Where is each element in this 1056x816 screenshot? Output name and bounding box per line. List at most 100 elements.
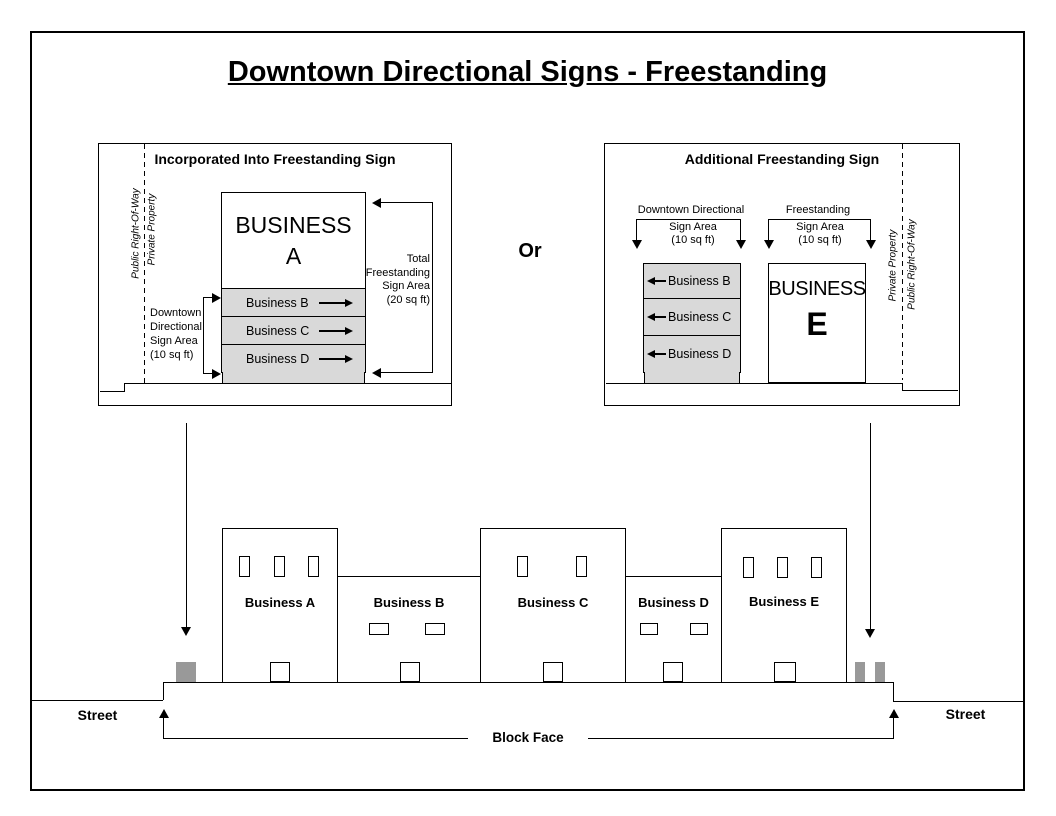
building-label: Business D bbox=[638, 595, 709, 610]
right-dir-bracket-left bbox=[636, 219, 637, 241]
right-pointer-line bbox=[870, 423, 871, 630]
label-line: Sign Area bbox=[382, 280, 430, 292]
window bbox=[274, 556, 285, 577]
label-line: Sign Area bbox=[669, 221, 717, 233]
label-line: (10 sq ft) bbox=[671, 234, 715, 246]
arrow-down-icon bbox=[865, 629, 875, 638]
right-sign-row-c: Business C bbox=[643, 298, 741, 336]
label-line: Sign Area bbox=[796, 221, 844, 233]
right-free-bracket-title: Freestanding bbox=[785, 204, 851, 216]
arrow-right-icon bbox=[212, 369, 221, 379]
door bbox=[400, 662, 420, 682]
left-directional-area-label: Downtown Directional Sign Area (10 sq ft… bbox=[150, 306, 210, 362]
arrow-down-icon bbox=[736, 240, 746, 249]
sidewalk-line bbox=[163, 682, 894, 683]
window bbox=[239, 556, 250, 577]
sidewalk-right-curb bbox=[893, 682, 894, 701]
door bbox=[774, 662, 796, 682]
right-public-row-label: Public Right-Of-Way bbox=[906, 219, 918, 310]
right-dir-bracket-label: Sign Area (10 sq ft) bbox=[643, 221, 743, 247]
right-sign-line1: BUSINESS bbox=[768, 278, 866, 300]
arrow-left-icon bbox=[647, 350, 666, 358]
arrow-down-icon bbox=[866, 240, 876, 249]
right-dir-bracket-right bbox=[740, 219, 741, 241]
arrow-up-icon bbox=[889, 709, 899, 718]
door bbox=[543, 662, 563, 682]
label-line: Sign Area bbox=[150, 335, 198, 347]
label-line: (10 sq ft) bbox=[150, 349, 194, 361]
left-sign-base bbox=[222, 372, 365, 383]
block-face-right-line bbox=[893, 717, 894, 739]
incorporated-sign-marker bbox=[176, 662, 196, 682]
left-total-bracket-line bbox=[432, 202, 433, 373]
right-sign-line2: E bbox=[806, 306, 828, 342]
arrow-right-icon bbox=[319, 354, 353, 363]
label-line: (10 sq ft) bbox=[798, 234, 842, 246]
right-dir-bracket-title: Downtown Directional bbox=[637, 204, 745, 216]
right-panel-title: Additional Freestanding Sign bbox=[684, 151, 880, 167]
building-business-e bbox=[721, 528, 847, 683]
arrow-right-icon bbox=[319, 298, 353, 307]
building-label: Business A bbox=[244, 595, 316, 610]
row-label: Business B bbox=[668, 274, 731, 288]
left-panel-sidewalk-line bbox=[124, 383, 451, 384]
left-property-line bbox=[144, 144, 145, 383]
left-total-bracket-top bbox=[381, 202, 433, 203]
window bbox=[425, 623, 445, 635]
left-panel-street-line bbox=[100, 391, 124, 392]
left-sign-row-c: Business C bbox=[221, 316, 366, 345]
or-label: Or bbox=[518, 240, 542, 262]
right-property-line bbox=[902, 144, 903, 380]
label-line: Downtown bbox=[150, 307, 202, 319]
right-panel-sidewalk-line bbox=[606, 383, 902, 384]
right-free-bracket-label: Sign Area (10 sq ft) bbox=[770, 221, 870, 247]
left-total-bracket-bottom bbox=[381, 372, 433, 373]
arrow-left-icon bbox=[372, 368, 381, 378]
building-business-c bbox=[480, 528, 626, 683]
window bbox=[640, 623, 658, 635]
door bbox=[663, 662, 683, 682]
left-total-area-label: Total Freestanding Sign Area (20 sq ft) bbox=[352, 253, 430, 307]
right-sign-row-b: Business B bbox=[643, 263, 741, 299]
left-sign-line1: BUSINESS bbox=[235, 211, 352, 238]
right-dir-sign-base bbox=[644, 372, 740, 383]
label-line: (20 sq ft) bbox=[386, 293, 430, 306]
sidewalk-left-curb bbox=[163, 682, 164, 700]
arrow-down-icon bbox=[632, 240, 642, 249]
window bbox=[743, 557, 754, 578]
left-pointer-line bbox=[186, 423, 187, 628]
additional-sign-post bbox=[855, 662, 865, 682]
left-private-property-label: Private Property bbox=[146, 193, 158, 266]
row-label: Business B bbox=[246, 295, 309, 310]
street-line-left bbox=[32, 700, 163, 701]
right-free-bracket-right bbox=[870, 219, 871, 241]
window bbox=[777, 557, 788, 578]
label-line: Freestanding bbox=[365, 266, 430, 279]
arrow-right-icon bbox=[319, 326, 353, 335]
row-label: Business D bbox=[668, 347, 732, 361]
row-label: Business D bbox=[246, 351, 310, 366]
arrow-right-icon bbox=[212, 293, 221, 303]
right-free-bracket-line bbox=[768, 219, 871, 220]
additional-sign-post bbox=[875, 662, 885, 682]
window bbox=[576, 556, 587, 577]
arrow-down-icon bbox=[764, 240, 774, 249]
building-label: Business C bbox=[517, 595, 589, 610]
window bbox=[517, 556, 528, 577]
right-sign-business-e: BUSINESS E bbox=[768, 263, 866, 383]
block-face-label: Block Face bbox=[468, 730, 588, 745]
arrow-left-icon bbox=[647, 277, 666, 285]
left-dir-bracket-line bbox=[203, 297, 204, 374]
street-label-left: Street bbox=[77, 707, 118, 723]
left-dir-bracket-bottom bbox=[203, 373, 213, 374]
left-sign-business-a: BUSINESS A bbox=[221, 192, 366, 289]
left-dir-bracket-top bbox=[203, 297, 213, 298]
row-label: Business C bbox=[246, 323, 310, 338]
left-panel-title: Incorporated Into Freestanding Sign bbox=[154, 151, 396, 167]
arrow-left-icon bbox=[647, 313, 666, 321]
building-label: Business B bbox=[373, 595, 445, 610]
window bbox=[811, 557, 822, 578]
right-panel-street-line bbox=[902, 390, 958, 391]
left-panel-curb bbox=[124, 383, 125, 392]
